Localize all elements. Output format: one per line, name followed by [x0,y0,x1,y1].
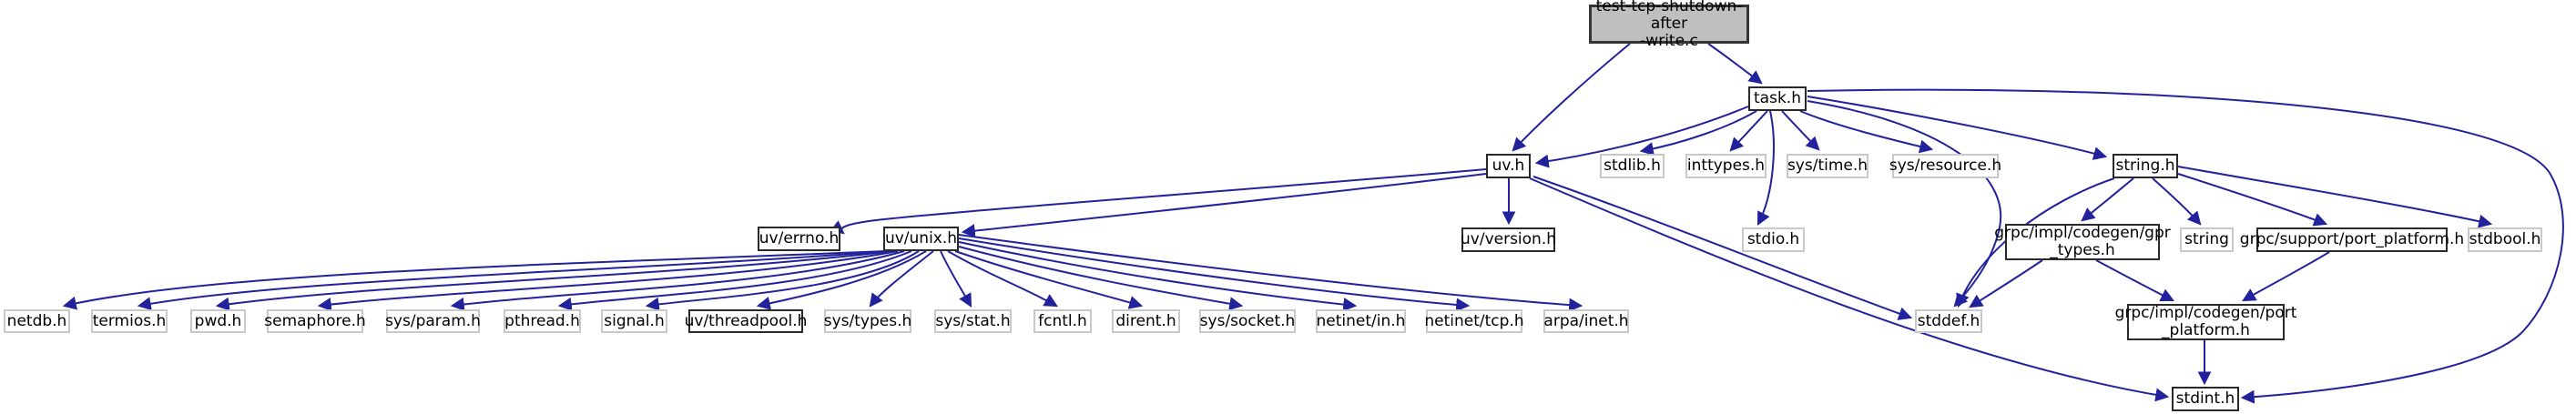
edge-group [62,43,2564,404]
edge-uv-unix-h-to-sys-socket-h [958,246,1244,311]
edge-uv-unix-h-to-netinet-tcp-h [958,237,1471,312]
edge-root-to-task-h [1707,43,1763,85]
edge-uv-unix-h-to-signal-h [645,250,920,311]
edge-uv-unix-h-to-sys-stat-h [940,250,972,308]
edge-uv-h-to-uv-errno-h [830,168,1487,235]
node-netdb-h: netdb.h [4,309,70,333]
edge-uv-unix-h-to-termios-h [137,250,890,311]
edge-task-h-to-sys-time-h [1781,110,1820,151]
edge-task-h-to-stdio-h [1756,110,1775,227]
node-sys-stat-h: sys/stat.h [934,309,1012,333]
node-sys-resource-h: sys/resource.h [1889,154,2001,178]
edge-task-h-to-stdint-h [1807,88,2564,404]
edge-string-h-to-string [2152,177,2202,226]
edge-string-h-to-grpc-support-port-platform-h [2177,173,2328,227]
node-inttypes-h: inttypes.h [1685,154,1767,178]
edge-gpr-types-h-to-grpc-impl-codegen-port-platform-h [2095,259,2175,302]
node-grpc-support-port-platform-h[interactable]: grpc/support/port_platform.h [2240,227,2464,252]
node-stddef-h: stddef.h [1915,309,1982,333]
edge-root-to-uv-h [1512,43,1631,152]
edge-uv-unix-h-to-dirent-h [954,250,1144,309]
node-arpa-inet-h: arpa/inet.h [1543,309,1629,333]
edge-uv-unix-h-to-sys-types-h [869,250,934,308]
edge-uv-unix-h-to-uv-threadpool-h [756,250,927,310]
node-termios-h: termios.h [91,309,168,333]
node-uv-unix-h[interactable]: uv/unix.h [883,227,959,251]
node-uv-version-h[interactable]: uv/version.h [1461,227,1556,252]
edge-uv-unix-h-to-sys-param-h [450,250,905,311]
node-string: string [2180,227,2234,252]
node-stdint-h[interactable]: stdint.h [2172,387,2239,411]
node-pwd-h: pwd.h [190,309,246,333]
edge-uv-unix-h-to-netdb-h [62,250,886,310]
edge-task-h-to-string-h [1807,96,2108,160]
edge-uv-unix-h-to-fcntl-h [947,250,1058,308]
edge-grpc-support-port-platform-h-to-grpc-impl-codegen-port-platform-h [2242,251,2330,302]
edge-task-h-to-sys-resource-h [1799,110,1934,154]
edge-uv-unix-h-to-pthread-h [557,250,912,311]
node-sys-socket-h: sys/socket.h [1199,309,1296,333]
edge-uv-unix-h-to-pwd-h [215,250,893,311]
node-fcntl-h: fcntl.h [1033,309,1092,333]
node-gpr-types-h[interactable]: grpc/impl/codegen/gpr _types.h [1994,224,2171,260]
node-stdlib-h: stdlib.h [1600,154,1665,178]
edge-task-h-to-stdlib-h [1639,110,1757,156]
node-string-h[interactable]: string.h [2113,154,2178,178]
node-semaphore-h: semaphore.h [264,309,366,333]
node-sys-param-h: sys/param.h [385,309,481,333]
edge-uv-h-to-stdint-h [1529,177,2170,402]
edge-task-h-to-stddef-h [1807,100,2002,308]
node-task-h[interactable]: task.h [1748,86,1807,111]
node-stdio-h: stdio.h [1742,227,1805,252]
edge-uv-unix-h-to-semaphore-h [317,250,899,311]
edge-gpr-types-h-to-stddef-h [1969,259,2043,308]
node-stdbool-h: stdbool.h [2468,227,2542,252]
node-netinet-tcp-h: netinet/tcp.h [1424,309,1524,333]
node-uv-h[interactable]: uv.h [1486,154,1531,178]
edge-task-h-to-uv-h [1534,106,1749,168]
edge-task-h-to-inttypes-h [1729,110,1768,152]
node-grpc-impl-codegen-port-platform-h[interactable]: grpc/impl/codegen/port _platform.h [2114,304,2297,340]
edge-string-h-to-gpr-types-h [2081,177,2134,222]
edge-string-h-to-stdbool-h [2177,166,2493,228]
edge-uv-h-to-stddef-h [1532,176,1913,320]
edge-uv-unix-h-to-arpa-inet-h [958,234,1583,312]
node-pthread-h: pthread.h [504,309,581,333]
node-uv-errno-h[interactable]: uv/errno.h [758,227,840,251]
node-sys-types-h: sys/types.h [824,309,911,333]
node-sys-time-h: sys/time.h [1787,154,1868,178]
node-signal-h: signal.h [601,309,667,333]
node-uv-threadpool-h[interactable]: uv/threadpool.h [685,309,807,333]
node-root: test-tcp-shutdown-after -write.c [1589,0,1749,50]
edge-uv-h-to-uv-unix-h [961,173,1487,238]
node-netinet-in-h: netinet/in.h [1316,309,1406,333]
node-dirent-h: dirent.h [1112,309,1180,333]
edge-uv-unix-h-to-netinet-in-h [958,241,1358,312]
